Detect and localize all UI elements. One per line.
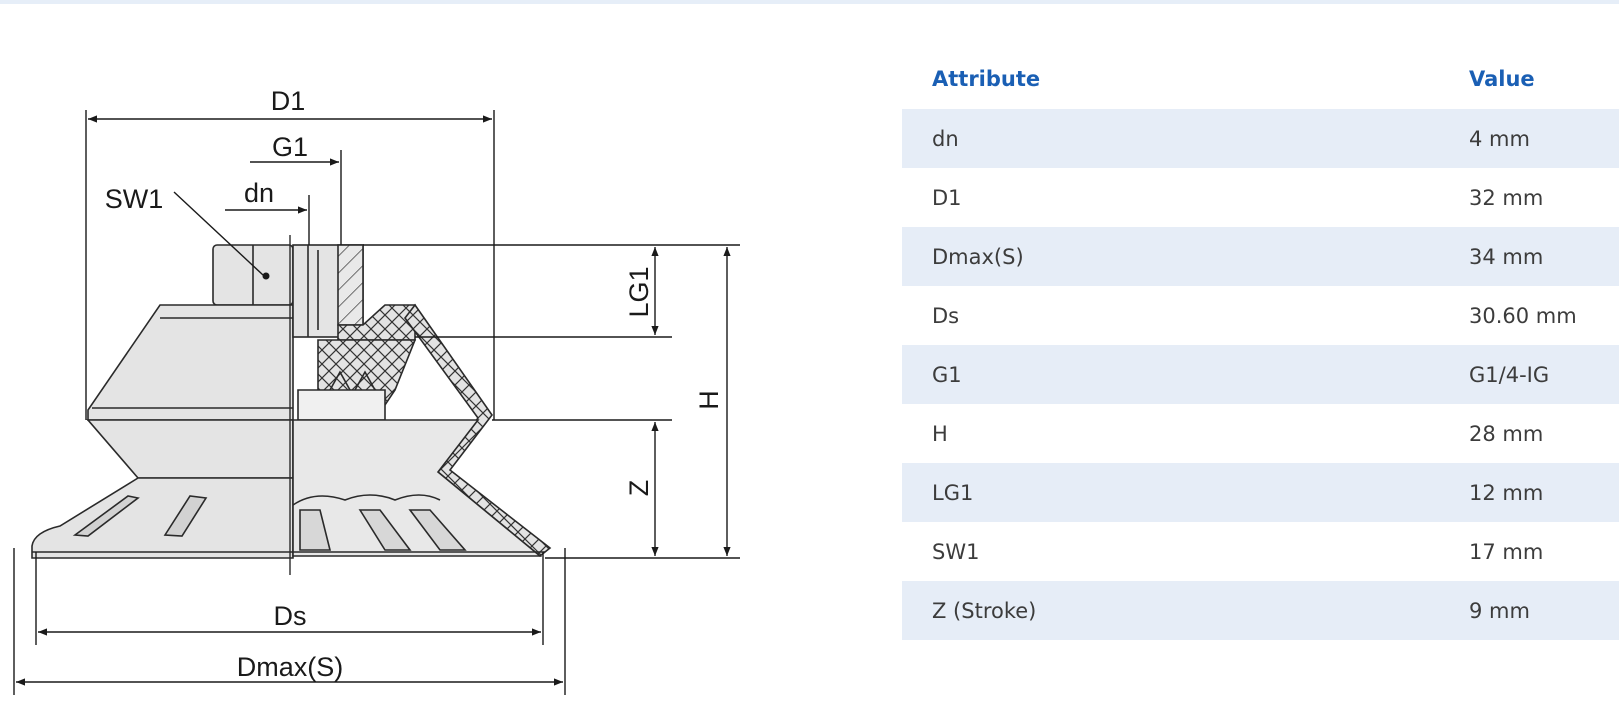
row-value: 30.60 mm xyxy=(1469,303,1577,328)
row-value: 9 mm xyxy=(1439,581,1619,640)
label-dn: dn xyxy=(244,178,274,208)
row-value: 34 mm xyxy=(1439,227,1619,286)
row-attribute: dn xyxy=(902,109,1439,168)
table-row: Z (Stroke) 9 mm xyxy=(902,581,1619,640)
dimension-lines xyxy=(13,110,740,695)
suction-cup-technical-drawing: D1 G1 SW1 dn LG1 H Z Ds Dmax(S) xyxy=(13,86,740,695)
label-d1: D1 xyxy=(271,86,306,116)
row-attribute: SW1 xyxy=(932,539,980,564)
label-z: Z xyxy=(624,480,654,497)
label-lg1: LG1 xyxy=(624,266,654,317)
table-row: Dmax(S) 34 mm xyxy=(902,227,1619,286)
row-value: 12 mm xyxy=(1439,463,1619,522)
row-value: G1/4-IG xyxy=(1439,345,1619,404)
row-attribute: G1 xyxy=(902,345,1439,404)
table-row: SW1 17 mm xyxy=(902,522,1619,581)
top-strip xyxy=(0,0,1619,4)
row-value: 17 mm xyxy=(1469,539,1544,564)
table-row: G1 G1/4-IG xyxy=(902,345,1619,404)
table-row: D1 32 mm xyxy=(902,168,1619,227)
row-attribute: H xyxy=(932,421,948,446)
table-row: H 28 mm xyxy=(902,404,1619,463)
attribute-table: Attribute Value dn 4 mm D1 32 mm Dmax(S)… xyxy=(902,49,1619,640)
table-row: dn 4 mm xyxy=(902,109,1619,168)
table-row: Ds 30.60 mm xyxy=(902,286,1619,345)
row-attribute: Dmax(S) xyxy=(902,227,1439,286)
label-sw1: SW1 xyxy=(105,184,164,214)
row-attribute: LG1 xyxy=(902,463,1439,522)
cup-body-exterior xyxy=(31,244,294,559)
label-ds: Ds xyxy=(274,601,307,631)
label-dmax: Dmax(S) xyxy=(237,652,344,682)
row-attribute: D1 xyxy=(932,185,962,210)
label-g1: G1 xyxy=(272,132,308,162)
label-h: H xyxy=(694,390,724,410)
header-attribute: Attribute xyxy=(932,67,1041,91)
row-value: 28 mm xyxy=(1469,421,1544,446)
row-attribute: Ds xyxy=(932,303,960,328)
table-row: LG1 12 mm xyxy=(902,463,1619,522)
row-attribute: Z (Stroke) xyxy=(902,581,1439,640)
row-value: 32 mm xyxy=(1469,185,1544,210)
table-header-row: Attribute Value xyxy=(902,49,1619,109)
cup-body-section xyxy=(292,244,552,558)
header-value: Value xyxy=(1469,67,1535,91)
row-value: 4 mm xyxy=(1439,109,1619,168)
